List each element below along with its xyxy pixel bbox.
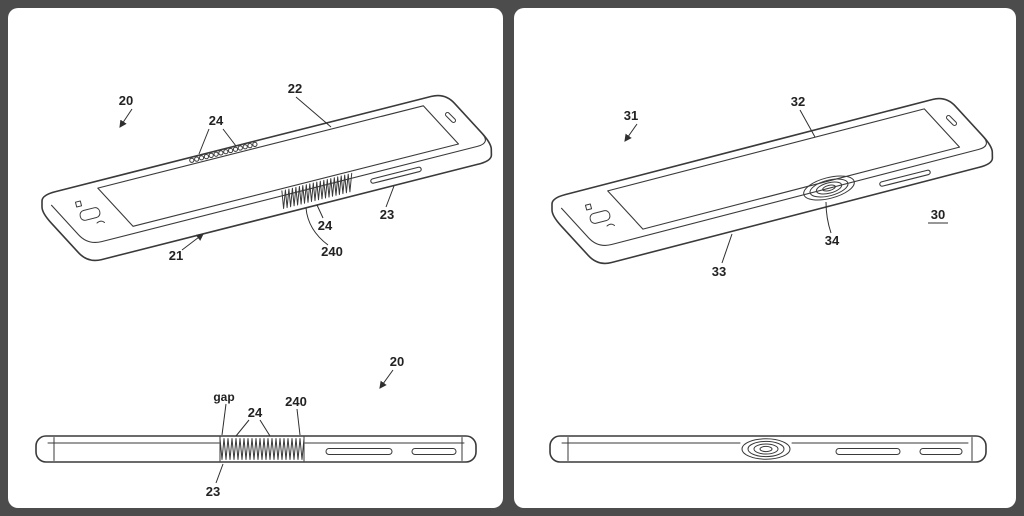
ref-label-21: 21 <box>169 248 183 263</box>
antenna-segment-240 <box>281 172 353 209</box>
device-30-outline <box>551 97 994 265</box>
antenna-segment-240-side <box>219 438 305 460</box>
side-tray-slot <box>411 448 457 455</box>
device-20-perspective-view <box>41 94 493 262</box>
menu-key-icon <box>584 203 593 211</box>
left-figure-canvas: 20 24 22 23 24 240 21 <box>35 81 493 499</box>
ref-label-24-perforations: 24 <box>209 113 224 128</box>
leader-22 <box>295 96 332 128</box>
leader-24-side-a <box>235 419 250 437</box>
earpiece-slot <box>445 112 456 123</box>
device-30-perspective-view <box>551 97 994 265</box>
ref-label-33: 33 <box>712 264 726 279</box>
device-30-side-outline <box>549 435 987 463</box>
ref-label-gap: gap <box>213 390 234 404</box>
ref-label-32: 32 <box>791 94 805 109</box>
device-20-side-view <box>35 435 477 463</box>
antenna-loops-34-side <box>741 438 791 460</box>
menu-key-icon <box>74 200 83 208</box>
ref-label-240: 240 <box>321 244 343 259</box>
leader-32 <box>799 109 816 138</box>
side-key <box>370 166 422 184</box>
device-20-outline <box>41 94 493 262</box>
leader-34 <box>825 201 832 234</box>
leader-20-side <box>379 369 394 389</box>
right-figure-canvas: 31 32 34 33 30 <box>549 94 994 463</box>
side-key-slot <box>325 448 393 455</box>
right-figure-panel: 31 32 34 33 30 <box>514 8 1016 508</box>
back-key-icon <box>606 223 615 227</box>
ref-label-24-side: 24 <box>248 405 263 420</box>
left-figure-panel: 20 24 22 23 24 240 21 <box>8 8 503 508</box>
device-20-edge-crease <box>50 132 486 243</box>
earpiece-slot <box>946 115 957 126</box>
leader-23 <box>385 185 395 208</box>
ref-label-30: 30 <box>931 207 945 222</box>
leader-20 <box>119 108 133 128</box>
back-key-icon <box>96 220 105 224</box>
device-30-edge-crease <box>560 135 987 246</box>
side-key <box>879 169 931 187</box>
leader-24-side-b <box>259 419 271 437</box>
device-20-side-outline <box>35 435 477 463</box>
leader-gap <box>221 403 227 436</box>
ref-label-23-side: 23 <box>206 484 220 499</box>
perforation-holes-24 <box>189 141 258 163</box>
labels-perspective-30: 31 32 34 33 30 <box>624 94 948 279</box>
labels-perspective-20: 20 24 22 23 24 240 21 <box>119 81 395 263</box>
leader-23-side <box>215 463 224 484</box>
side-tray-slot <box>919 448 963 455</box>
leader-33 <box>721 233 733 264</box>
ref-label-240-side: 240 <box>285 394 307 409</box>
side-key-slot <box>835 448 901 455</box>
leader-240 <box>305 207 329 246</box>
ref-label-20: 20 <box>119 93 133 108</box>
ref-label-22: 22 <box>288 81 302 96</box>
home-button <box>79 207 101 221</box>
device-30-display <box>607 108 961 230</box>
antenna-loops-34 <box>803 175 855 201</box>
device-30-side-view <box>549 435 987 463</box>
leader-24-dots-b <box>222 128 237 147</box>
ref-label-24-segment: 24 <box>318 218 333 233</box>
ref-label-31: 31 <box>624 108 638 123</box>
ref-label-23: 23 <box>380 207 394 222</box>
home-button <box>589 210 611 224</box>
labels-side-20: gap 24 240 23 20 <box>206 354 404 499</box>
leader-240-side <box>296 408 301 436</box>
device-20-display <box>97 105 460 227</box>
ref-label-20-side: 20 <box>390 354 404 369</box>
leader-24-segment <box>316 204 324 219</box>
leader-21 <box>181 233 204 251</box>
leader-31 <box>624 123 638 142</box>
leader-24-dots-a <box>198 128 210 155</box>
ref-label-34: 34 <box>825 233 840 248</box>
